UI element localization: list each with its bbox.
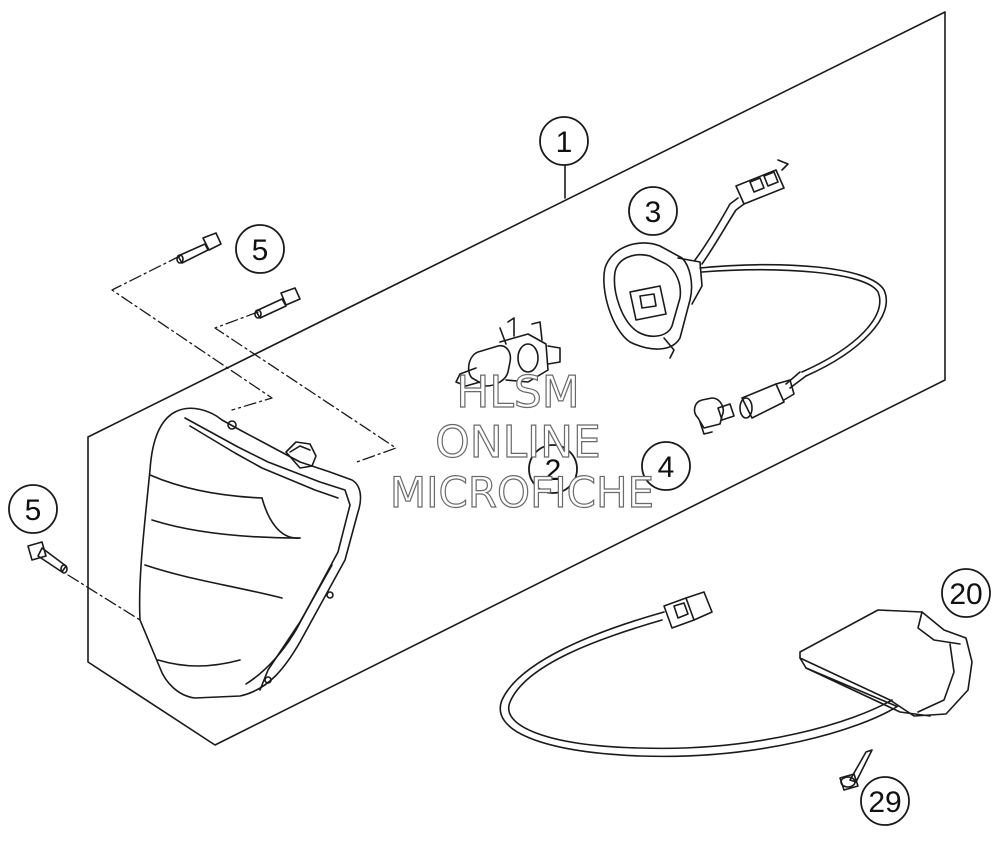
assembly-frame: [87, 11, 946, 746]
callout-2-label: 2: [545, 454, 562, 487]
callout-3-label: 3: [645, 196, 662, 229]
watermark-line-2: ONLINE: [435, 417, 601, 468]
callout-29: 29: [860, 776, 910, 826]
callout-20: 20: [941, 568, 991, 618]
tail-light-cable: [499, 591, 899, 758]
screw-guide-lines: [67, 255, 397, 621]
callout-3: 3: [628, 186, 678, 236]
callout-4: 4: [641, 441, 691, 491]
callout-29-label: 29: [868, 786, 901, 819]
callout-5-left: 5: [8, 484, 58, 534]
callout-2: 2: [528, 444, 578, 494]
callout-4-label: 4: [658, 451, 675, 484]
bulb-socket-harness: [603, 159, 887, 419]
callout-5-left-label: 5: [25, 494, 42, 527]
callout-5-top-label: 5: [252, 234, 269, 267]
screw-left: [27, 541, 68, 574]
headlight-mask: [138, 407, 362, 699]
headlight-bulb: [455, 317, 561, 387]
screw-bottom: [839, 749, 873, 791]
callout-20-label: 20: [949, 578, 982, 611]
watermark: HLSM ONLINE MICROFICHE: [389, 366, 654, 517]
watermark-line-1: HLSM: [456, 367, 580, 418]
screw-top-left: [176, 232, 222, 264]
callout-5-top: 5: [235, 224, 285, 274]
parking-bulb: [693, 397, 735, 435]
callout-1: 1: [539, 116, 589, 166]
callout-1-label: 1: [556, 126, 573, 159]
screw-top-right: [254, 287, 301, 319]
watermark-line-3: MICROFICHE: [390, 468, 654, 517]
tail-light: [799, 609, 973, 717]
